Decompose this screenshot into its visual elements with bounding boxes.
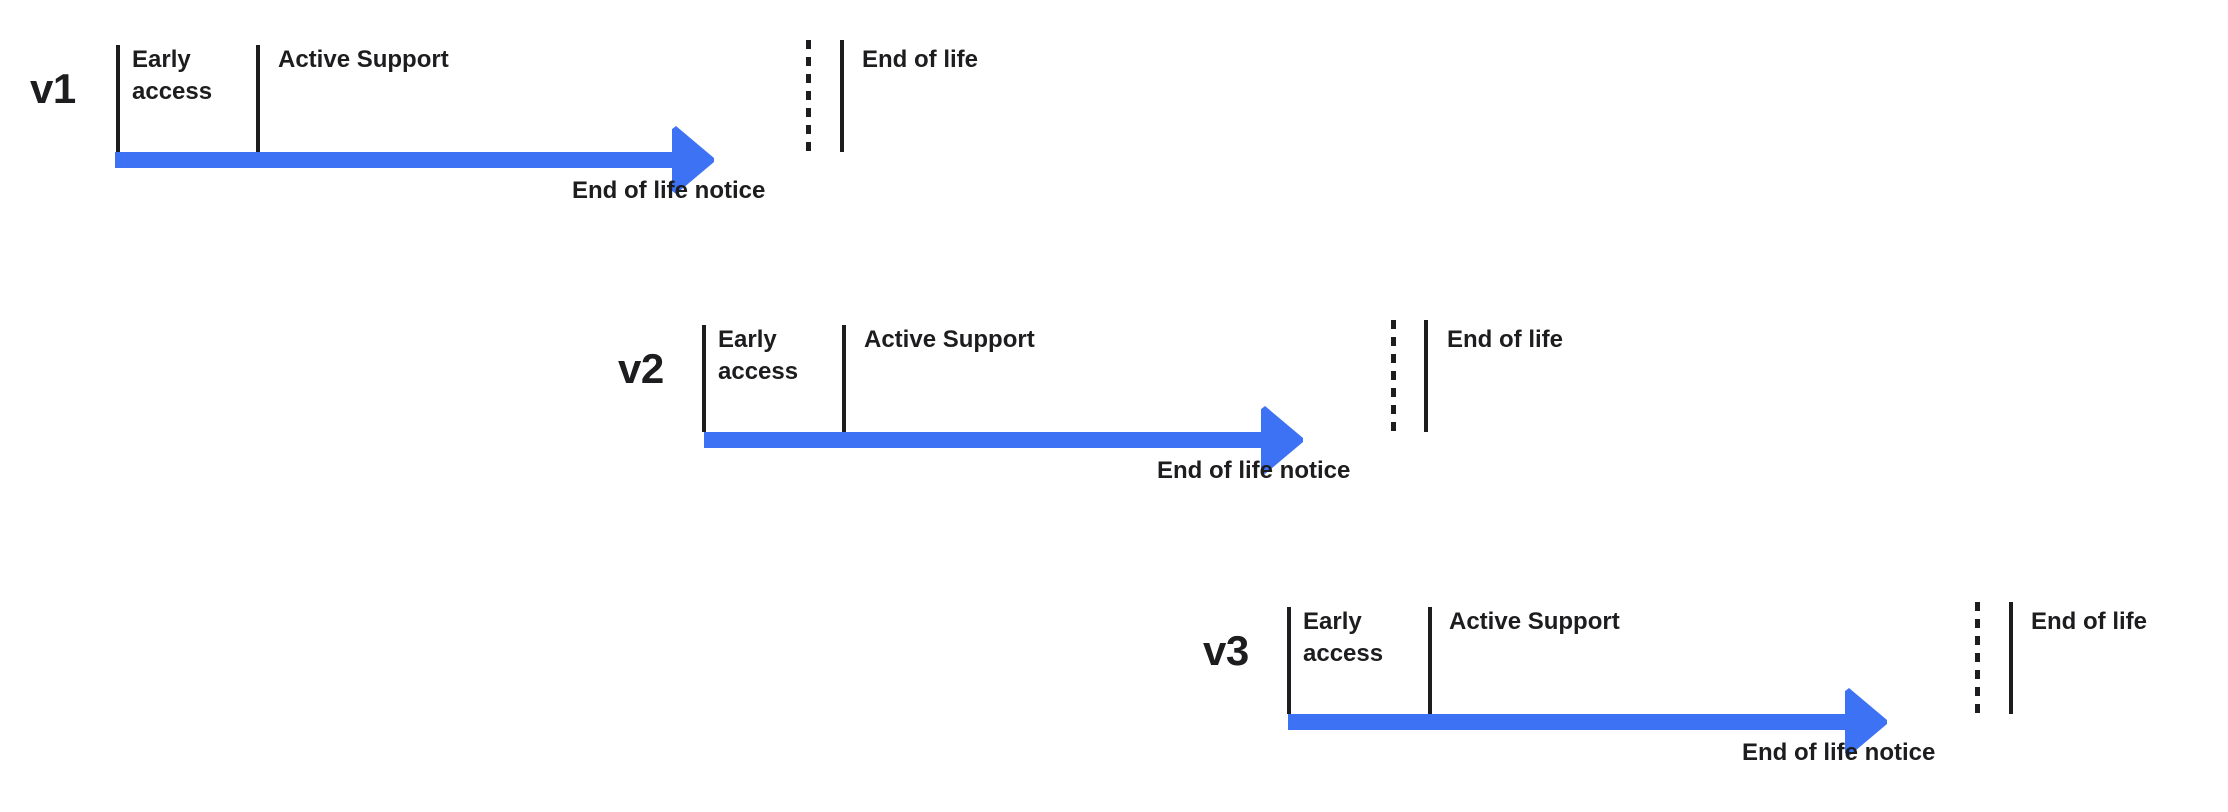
version-label-v2: v2 bbox=[618, 345, 664, 392]
phase-divider-1 bbox=[1428, 607, 1432, 714]
phase-label-0: Early access bbox=[718, 326, 799, 385]
lifeline-bar-v2 bbox=[704, 432, 1282, 448]
lifeline-arrow-icon-v3 bbox=[1845, 686, 1891, 758]
phase-label-1: Active Support bbox=[1449, 608, 1620, 635]
end-of-life-notice-label: End of life notice bbox=[1157, 457, 1351, 484]
phase-label-2: End of life bbox=[2031, 608, 2147, 635]
lifeline-arrow-icon-v2 bbox=[1261, 404, 1307, 476]
phase-label-0: Early access bbox=[132, 46, 213, 105]
phase-divider-0 bbox=[702, 325, 706, 432]
phase-label-1: Active Support bbox=[278, 46, 449, 73]
phase-divider-dashed-2 bbox=[1975, 602, 1980, 714]
phase-divider-dashed-2 bbox=[806, 40, 811, 152]
lifeline-arrow-icon-v1 bbox=[672, 124, 718, 196]
phase-divider-3 bbox=[840, 40, 844, 152]
phase-divider-dashed-2 bbox=[1391, 320, 1396, 432]
end-of-life-notice-label: End of life notice bbox=[1742, 739, 1936, 766]
phase-label-1: Active Support bbox=[864, 326, 1035, 353]
version-label-v3: v3 bbox=[1203, 627, 1249, 674]
phase-label-0: Early access bbox=[1303, 608, 1384, 667]
lifeline-bar-v1 bbox=[115, 152, 693, 168]
lifeline-bar-v3 bbox=[1288, 714, 1866, 730]
phase-divider-1 bbox=[842, 325, 846, 432]
phase-label-2: End of life bbox=[862, 46, 978, 73]
phase-divider-3 bbox=[2009, 602, 2013, 714]
phase-divider-0 bbox=[116, 45, 120, 152]
phase-divider-0 bbox=[1287, 607, 1291, 714]
phase-divider-3 bbox=[1424, 320, 1428, 432]
version-label-v1: v1 bbox=[30, 65, 76, 112]
phase-label-2: End of life bbox=[1447, 326, 1563, 353]
phase-divider-1 bbox=[256, 45, 260, 152]
end-of-life-notice-label: End of life notice bbox=[572, 177, 766, 204]
